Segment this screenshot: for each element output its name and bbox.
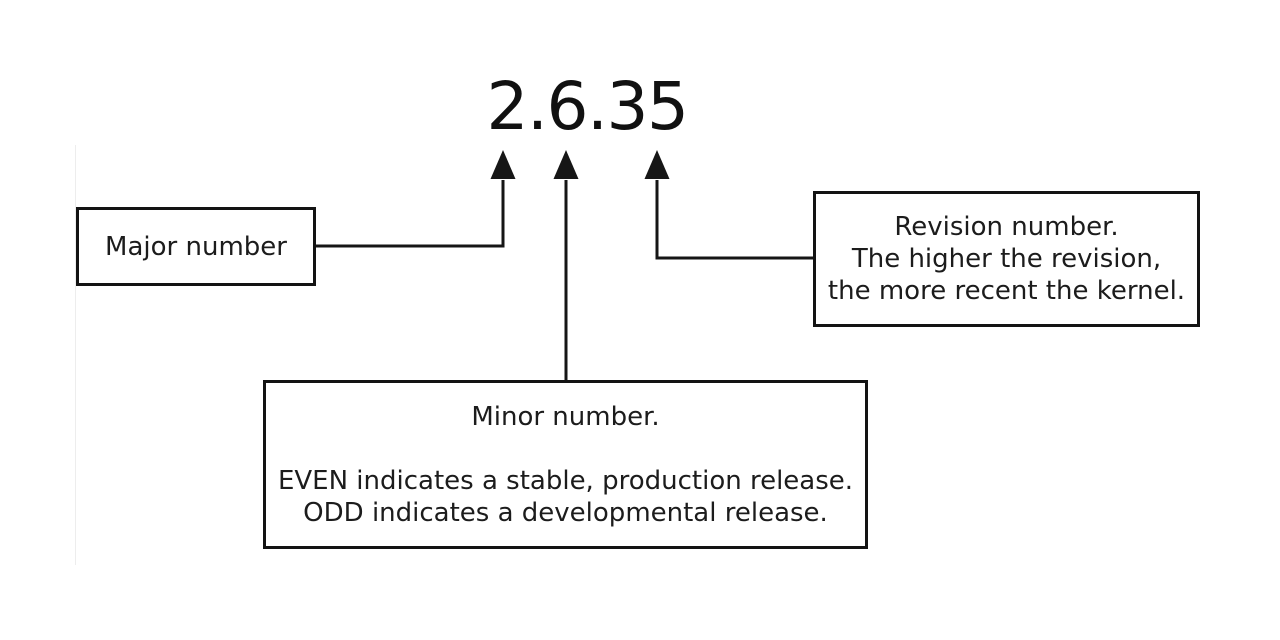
minor-number-label: Minor number. EVEN indicates a stable, p… [277, 401, 854, 528]
minor-number-box: Minor number. EVEN indicates a stable, p… [263, 380, 868, 549]
minor-up-arrow-icon [553, 150, 579, 179]
revision-number-box: Revision number. The higher the revision… [813, 191, 1200, 327]
major-number-label: Major number [105, 231, 287, 262]
revision-up-arrow-icon [644, 150, 670, 179]
major-up-arrow-icon [490, 150, 516, 179]
kernel-version-title: 2.6.35 [486, 68, 689, 145]
revision-number-label: Revision number. The higher the revision… [827, 212, 1186, 306]
major-number-box: Major number [76, 207, 316, 286]
major-connector-line [316, 180, 505, 248]
left-edge-artifact-line [75, 145, 76, 565]
revision-connector-line [655, 180, 813, 260]
